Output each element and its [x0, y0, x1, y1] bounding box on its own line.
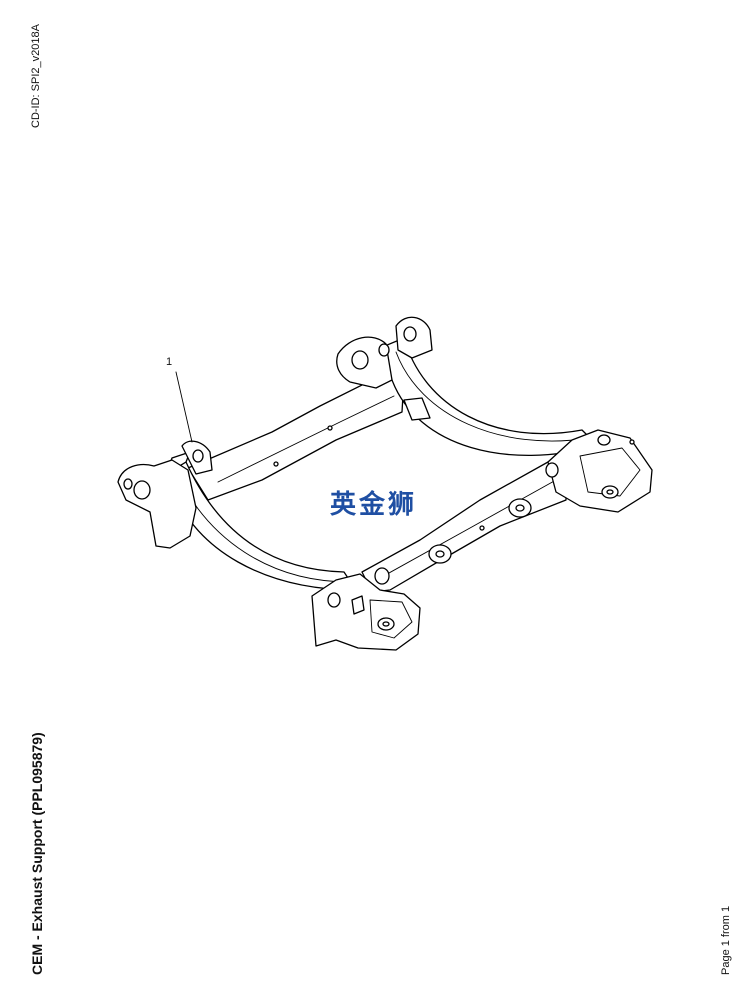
right-mount-foot — [547, 429, 653, 513]
callout-1: 1 — [166, 356, 173, 368]
callout-leader-line — [175, 371, 193, 443]
page-title: CEM - Exhaust Support (PPL095879) — [29, 732, 45, 975]
page-number-label: Page 1 from 1 — [720, 905, 732, 975]
left-mount-bracket — [117, 459, 197, 549]
front-mount-foot — [311, 573, 421, 651]
watermark-logo: 英金狮 — [330, 490, 418, 520]
front-curved-arm — [165, 461, 357, 591]
front-cross-beam — [361, 461, 567, 593]
